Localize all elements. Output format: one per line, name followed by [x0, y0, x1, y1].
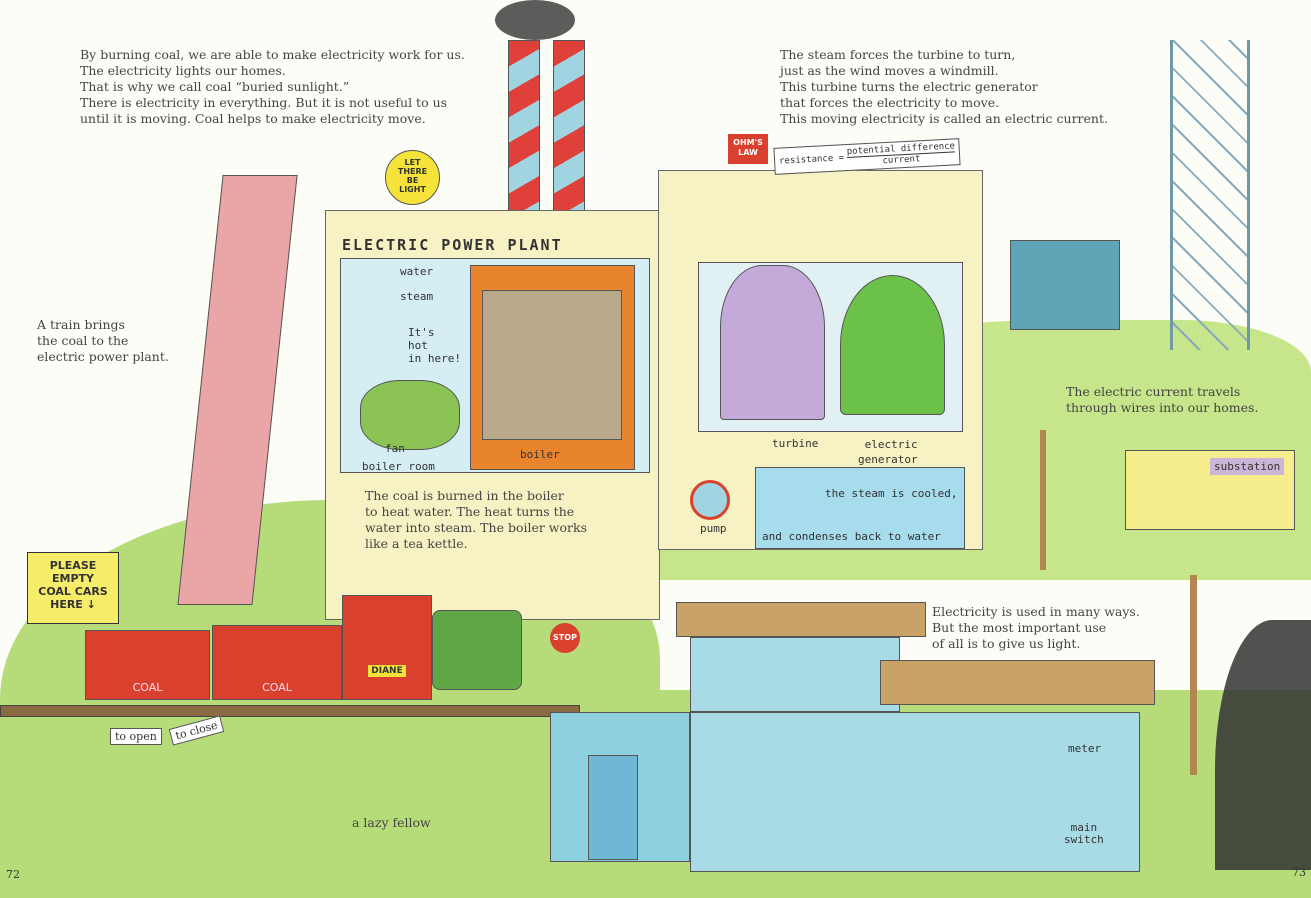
- meter-label: meter: [1068, 742, 1102, 755]
- utility-pole-2: [1190, 575, 1197, 775]
- boiler-engine: [432, 610, 522, 690]
- house-roof: [880, 660, 1155, 705]
- light-bulb-sign: LET THERE BE LIGHT: [385, 150, 440, 205]
- transformers: [1010, 240, 1120, 330]
- steam-cooled-label: the steam is cooled,: [825, 487, 958, 500]
- smoke: [495, 0, 575, 40]
- front-door[interactable]: [588, 755, 638, 860]
- coal-car-2: COAL: [212, 625, 342, 700]
- turbine-label: turbine: [772, 437, 819, 450]
- boiler-interior: [482, 290, 622, 440]
- bear-speech: It's hot in here!: [408, 326, 461, 365]
- legend-water: water: [400, 265, 434, 278]
- condenser: [755, 467, 965, 549]
- lever-open: to open: [110, 728, 162, 745]
- utility-pole-1: [1040, 430, 1046, 570]
- main-switch-label: main switch: [1064, 821, 1104, 846]
- generator: [840, 275, 945, 415]
- track: [0, 705, 580, 717]
- turbine: [720, 265, 825, 420]
- turbine-text: The steam forces the turbine to turn, ju…: [780, 47, 1108, 126]
- coal-car-2-label: COAL: [262, 681, 292, 694]
- ohms-law-sign: OHM'S LAW: [728, 134, 768, 164]
- coal-cars-sign: PLEASE EMPTY COAL CARS HERE ↓: [27, 552, 119, 624]
- coal-car-1: COAL: [85, 630, 210, 700]
- light-text: Electricity is used in many ways. But th…: [932, 604, 1140, 651]
- pump-label: pump: [700, 522, 727, 535]
- boiler-label: boiler: [520, 448, 560, 461]
- wires-text: The electric current travels through wir…: [1066, 384, 1259, 415]
- house-ground-floor: [690, 712, 1140, 872]
- engine-name: DIANE: [368, 665, 406, 677]
- chimney-right: [553, 40, 585, 225]
- formula-left: resistance =: [778, 152, 845, 167]
- page-number-left: 72: [6, 868, 20, 881]
- house-upper-roof: [676, 602, 926, 637]
- train-text: A train brings the coal to the electric …: [37, 317, 169, 364]
- intro-text: By burning coal, we are able to make ele…: [80, 47, 465, 126]
- fan: [360, 380, 460, 450]
- generator-label: electric generator: [858, 438, 918, 466]
- coal-car-1-label: COAL: [132, 681, 163, 694]
- condense-label: and condenses back to water: [762, 530, 941, 543]
- locomotive: DIANE: [342, 595, 432, 700]
- legend-steam: steam: [400, 290, 434, 303]
- coal-pile: [1215, 620, 1311, 870]
- transmission-tower: [1170, 40, 1250, 350]
- formula-denominator: current: [882, 154, 921, 167]
- substation-label: substation: [1210, 458, 1285, 475]
- fan-label: fan: [385, 442, 405, 455]
- page-number-right: 73: [1292, 866, 1306, 879]
- lazy-fellow-label: a lazy fellow: [352, 815, 431, 830]
- pump: [690, 480, 730, 520]
- boiler-room-label: boiler room: [362, 460, 435, 473]
- house-upper: [690, 637, 900, 712]
- stop-sign: STOP: [550, 623, 580, 653]
- plant-title: ELECTRIC POWER PLANT: [342, 236, 563, 254]
- boiler-text: The coal is burned in the boiler to heat…: [365, 488, 587, 551]
- chimney-left: [508, 40, 540, 225]
